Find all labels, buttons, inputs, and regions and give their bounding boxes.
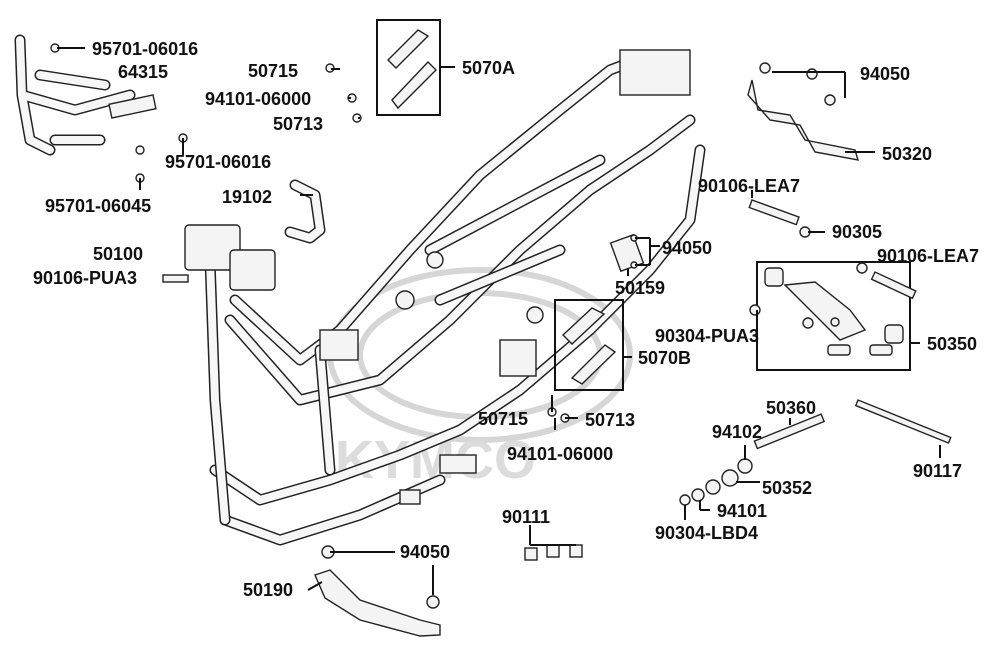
label-19102: 19102 [222,187,272,207]
label-50320: 50320 [882,144,932,164]
label-50159: 50159 [615,278,665,298]
label-90117: 90117 [913,461,962,481]
bracket-64315 [14,34,157,156]
label-5070A: 5070A [462,58,515,78]
label-90106-lea7-a: 90106-LEA7 [698,176,800,196]
label-90111: 90111 [502,507,550,527]
cover-5070A [387,29,437,110]
label-95701-06045: 95701-06045 [45,196,151,216]
label-94101-06000-b: 94101-06000 [507,444,613,464]
label-50713-b: 50713 [585,410,635,430]
label-94102: 94102 [712,422,762,442]
label-50350: 50350 [927,334,977,354]
bolt-90117 [854,399,952,444]
label-50715-a: 50715 [248,61,298,81]
label-90106-lea7-b: 90106-LEA7 [877,246,979,266]
label-50713-a: 50713 [273,114,323,134]
bracket-50320 [747,62,860,161]
small-fasteners [50,43,868,609]
plate-50190 [314,569,441,637]
label-90304-pua3: 90304-PUA3 [655,326,759,346]
washers-50352 [679,458,753,506]
label-50715-b: 50715 [478,409,528,429]
part-labels: 95701-06016 64315 50715 94101-06000 5071… [33,39,979,600]
bolt-90106-PUA3 [162,274,189,283]
label-50360: 50360 [766,398,816,418]
label-95701-06016-b: 95701-06016 [165,152,271,172]
label-95701-06016-a: 95701-06016 [92,39,198,59]
bolt-90106-LEA7-b [870,271,917,300]
label-94050-b: 94050 [662,238,712,258]
label-94050-c: 94050 [400,542,450,562]
label-94101-06000-a: 94101-06000 [205,89,311,109]
label-5070B: 5070B [638,348,691,368]
label-90106-pua3: 90106-PUA3 [33,268,137,288]
label-90304-lbd4: 90304-LBD4 [655,523,758,543]
bolt-90106-LEA7-a [748,199,800,226]
nuts-90111 [524,544,583,561]
label-64315: 64315 [118,62,168,82]
label-90305: 90305 [832,222,882,242]
label-50190: 50190 [243,580,293,600]
leader-lines [57,47,941,595]
label-50352: 50352 [762,478,812,498]
label-94050-a: 94050 [860,64,910,84]
engine-hanger-link-50350 [764,267,904,356]
label-94101: 94101 [717,501,767,521]
cover-5070B [561,307,617,385]
hanger-19102 [284,179,326,244]
label-50100: 50100 [93,244,143,264]
main-frame-50100 [184,49,706,546]
rod-50360 [753,413,826,450]
box-5070B [554,299,624,391]
